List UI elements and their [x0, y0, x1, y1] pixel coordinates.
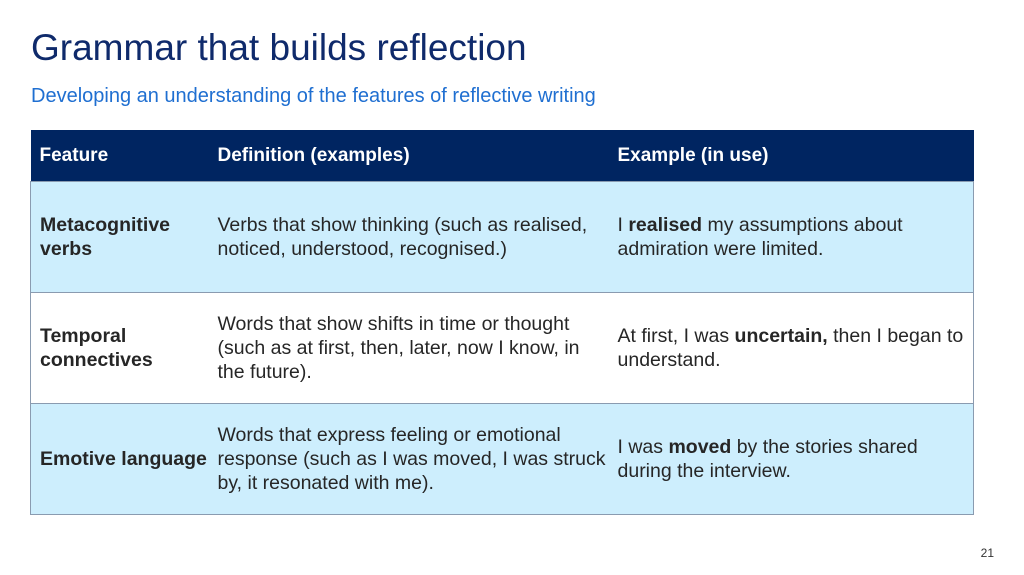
- example-text: my assumptions about admiration were lim…: [617, 214, 903, 260]
- table-row: Emotive language Words that express feel…: [30, 403, 974, 515]
- example-text: I: [617, 214, 629, 236]
- example-cell: I was moved by the stories shared during…: [608, 403, 974, 515]
- table-row: Temporal connectives Words that show shi…: [30, 292, 974, 404]
- feature-cell: Metacognitive verbs: [30, 181, 209, 293]
- definition-cell: Verbs that show thinking (such as realis…: [208, 181, 609, 293]
- page-number: 21: [980, 546, 994, 560]
- column-header-feature: Feature: [30, 130, 209, 182]
- features-table: Feature Definition (examples) Example (i…: [30, 130, 974, 515]
- example-highlight: realised: [628, 214, 703, 236]
- feature-cell: Temporal connectives: [30, 292, 209, 404]
- example-cell: I realised my assumptions about admirati…: [608, 181, 974, 293]
- column-header-example: Example (in use): [608, 130, 974, 182]
- page-title: Grammar that builds reflection: [31, 27, 527, 68]
- definition-cell: Words that show shifts in time or though…: [208, 292, 609, 404]
- example-text: At first, I was: [617, 325, 735, 347]
- table-row: Metacognitive verbs Verbs that show thin…: [30, 181, 974, 293]
- example-cell: At first, I was uncertain, then I began …: [608, 292, 974, 404]
- example-text: then I began to understand.: [617, 325, 964, 371]
- definition-cell: Words that express feeling or emotional …: [208, 403, 609, 515]
- example-highlight: moved: [668, 436, 732, 458]
- feature-cell: Emotive language: [30, 403, 209, 515]
- page-subtitle: Developing an understanding of the featu…: [31, 85, 596, 107]
- table-header-row: Feature Definition (examples) Example (i…: [30, 130, 974, 182]
- example-text: I was: [617, 436, 669, 458]
- example-text: by the stories shared during the intervi…: [617, 436, 918, 482]
- example-highlight: uncertain,: [734, 325, 828, 347]
- column-header-definition: Definition (examples): [208, 130, 609, 182]
